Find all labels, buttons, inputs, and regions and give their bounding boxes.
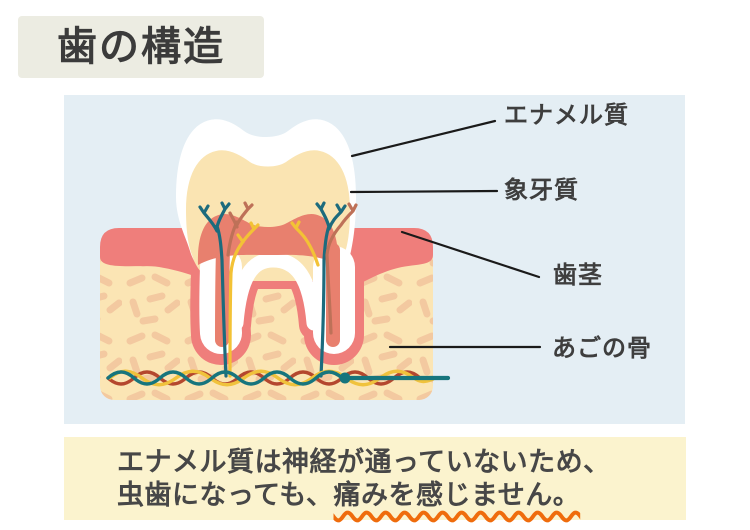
note-line2-underlined: 痛みを感じません。 — [333, 480, 581, 511]
note-line1: エナメル質は神経が通っていないため、 — [117, 447, 611, 478]
page-title: 歯の構造 — [57, 24, 225, 70]
leader-line-dentin — [349, 189, 499, 194]
label-jawbone: あごの骨 — [552, 334, 652, 362]
label-gum: 歯茎 — [553, 261, 603, 289]
page-title-box: 歯の構造 — [18, 16, 264, 78]
note-line2-normal: 虫歯になっても、 — [117, 480, 334, 511]
label-dentin: 象牙質 — [504, 176, 579, 204]
nerve-fibers — [198, 201, 358, 378]
tooth-cross-section-illustration — [100, 119, 542, 400]
leader-line-gum — [400, 230, 541, 279]
pulp-shape — [197, 214, 339, 265]
label-enamel: エナメル質 — [504, 101, 629, 129]
diagram-panel: エナメル質 象牙質 歯茎 あごの骨 — [64, 95, 685, 424]
leader-lines — [349, 119, 542, 349]
note-box: エナメル質は神経が通っていないため、 虫歯になっても、痛みを感じません。 — [64, 437, 686, 520]
leader-line-enamel — [350, 119, 497, 158]
blood-vessels — [106, 369, 451, 387]
note-text: エナメル質は神経が通っていないため、 虫歯になっても、痛みを感じません。 — [117, 446, 611, 512]
